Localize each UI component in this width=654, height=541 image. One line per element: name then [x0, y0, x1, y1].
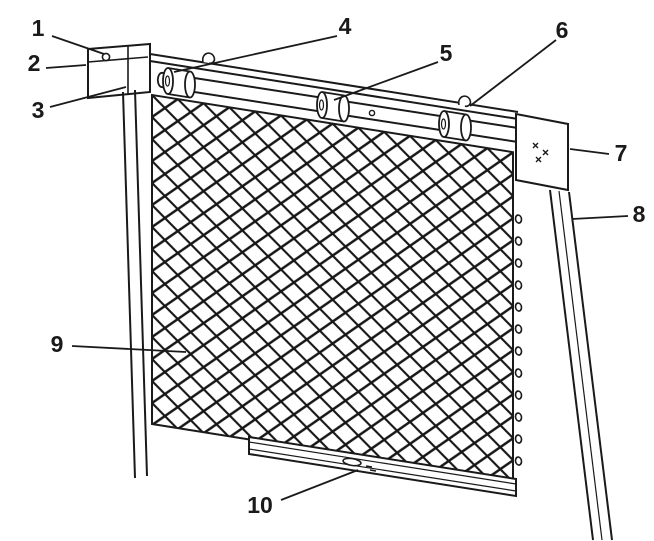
- right-clip-icon: [457, 95, 472, 108]
- mesh-curtain: [151, 93, 514, 483]
- callout-10-leader: [280, 469, 359, 501]
- bracket-fasteners-icon: [532, 142, 549, 163]
- callout-2-leader: [45, 64, 87, 69]
- callout-2-label: 2: [28, 50, 41, 76]
- callout-9-label: 9: [51, 331, 64, 357]
- callout-7-leader: [569, 148, 610, 155]
- callout-numbers: 1 2 3 4 5 6 7 8 9 10: [28, 13, 646, 518]
- lift-handle-icon: [342, 457, 377, 472]
- callout-4-leader: [173, 35, 338, 73]
- callout-4-label: 4: [339, 13, 352, 39]
- barrel-drum-middle: [316, 91, 350, 123]
- left-guide-rail: [122, 89, 148, 479]
- right-guide-rail: [549, 189, 613, 541]
- callout-6-label: 6: [556, 17, 569, 43]
- barrel-drum-left: [162, 67, 196, 99]
- curtain-end-hooks: [514, 214, 523, 466]
- callout-3-label: 3: [32, 97, 45, 123]
- left-bracket: [87, 42, 151, 100]
- left-clip-icon: [201, 52, 216, 65]
- callout-leaders: [45, 35, 629, 501]
- callout-1-label: 1: [32, 15, 45, 41]
- barrel-drum-right: [438, 110, 472, 142]
- callout-9-leader: [71, 345, 187, 353]
- callout-7-label: 7: [615, 140, 628, 166]
- bottom-bar: [248, 435, 517, 498]
- callout-10-label: 10: [247, 492, 273, 518]
- callout-8-leader: [571, 215, 629, 220]
- callout-1-leader: [51, 35, 105, 55]
- callout-5-leader: [333, 61, 439, 101]
- set-screw-icon: [368, 109, 376, 117]
- callout-5-label: 5: [440, 40, 453, 66]
- right-bracket: [515, 112, 569, 192]
- callout-6-leader: [469, 39, 557, 107]
- bracket-bolt-icon: [101, 52, 111, 62]
- callout-8-label: 8: [633, 201, 646, 227]
- callout-3-leader: [49, 86, 127, 108]
